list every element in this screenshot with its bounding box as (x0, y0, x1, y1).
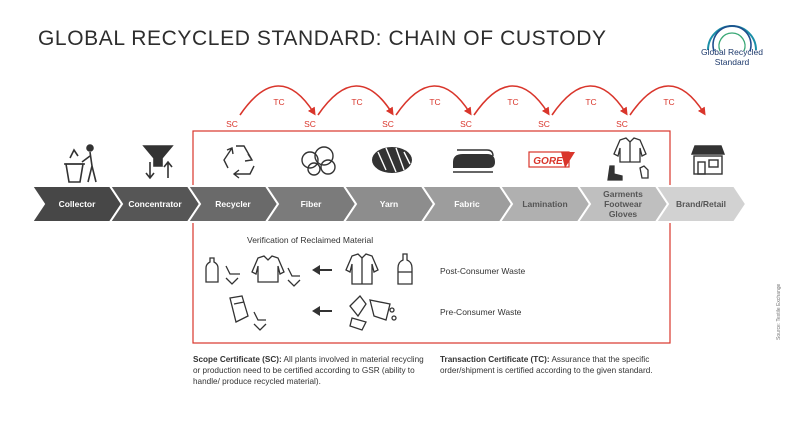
post-consumer-label: Post-Consumer Waste (440, 266, 525, 276)
tc-label: TC (585, 97, 596, 107)
grs-logo: Global Recycled Standard (701, 25, 763, 67)
transaction-certificate-note: Transaction Certificate (TC): Assurance … (440, 354, 676, 376)
fabric-scraps-recycle-icon (229, 295, 267, 331)
chevron-row: Collector Concentrator Recycler Fiber Yarn Fa… (30, 185, 748, 223)
trash-person-icon (64, 144, 97, 183)
stage-label: Lamination (522, 199, 567, 209)
sc-label: SC (382, 119, 394, 129)
sc-label: SC (538, 119, 550, 129)
tc-label: TC (273, 97, 284, 107)
tc-arc (317, 85, 394, 116)
funnel-arrows-icon (142, 145, 174, 180)
tc-note-title: Transaction Certificate (TC): (440, 355, 550, 364)
yarn-ball-icon (372, 147, 412, 173)
verification-title: Verification of Reclaimed Material (247, 235, 373, 245)
tc-arc (551, 85, 628, 116)
stage-label: Fabric (454, 199, 480, 209)
sc-note-text: All plants involved in material recyclin… (193, 355, 424, 386)
gore-text: GORE (533, 156, 563, 167)
stage-label: Fiber (301, 199, 322, 209)
tc-arc (473, 85, 550, 116)
tc-label: TC (507, 97, 518, 107)
sc-label: SC (304, 119, 316, 129)
stage-label: Brand/Retail (676, 199, 726, 209)
sc-label: SC (226, 119, 238, 129)
cotton-fiber-icon (301, 146, 336, 176)
logo-line-1: Global Recycled (701, 47, 763, 57)
pre-consumer-label: Pre-Consumer Waste (440, 307, 522, 317)
jacket-boot-glove-icon (607, 137, 649, 181)
bottle-recycle-icon (205, 257, 240, 285)
fabric-roll-icon (453, 149, 495, 173)
bottle-icon (397, 253, 413, 285)
arrow-left-icon (312, 306, 332, 316)
tc-label: TC (429, 97, 440, 107)
gore-logo-icon: GORE (528, 151, 575, 168)
tc-arcs: SC SC SC SC SC SC TC TC TC TC TC TC (226, 85, 706, 129)
logo-line-2: Standard (715, 57, 750, 67)
sc-note-title: Scope Certificate (SC): (193, 355, 282, 364)
page-title: GLOBAL RECYCLED STANDARD: CHAIN OF CUSTO… (38, 27, 607, 50)
stage-label: Yarn (380, 199, 398, 209)
tc-note-text: Assurance that the specific order/shipme… (440, 355, 653, 375)
arrow-left-icon (312, 265, 332, 275)
source-note: Source: Textile Exchange (776, 283, 782, 340)
tc-arc (629, 85, 706, 116)
stage-label: Collector (59, 199, 97, 209)
sc-label: SC (460, 119, 472, 129)
recycle-icon (223, 145, 255, 179)
tc-arc (395, 85, 472, 116)
sc-label: SC (616, 119, 628, 129)
jacket-recycle-icon (251, 255, 301, 287)
scope-certificate-note: Scope Certificate (SC): All plants invol… (193, 354, 433, 387)
fabric-cuttings-icon (349, 295, 397, 331)
tc-label: TC (663, 97, 674, 107)
tc-arc (239, 85, 316, 116)
stage-label: Concentrator (128, 199, 182, 209)
tc-label: TC (351, 97, 362, 107)
jacket-icon (345, 253, 379, 285)
store-icon (690, 145, 726, 175)
stage-label: Recycler (215, 199, 251, 209)
chevron-brand-retail (654, 185, 748, 223)
